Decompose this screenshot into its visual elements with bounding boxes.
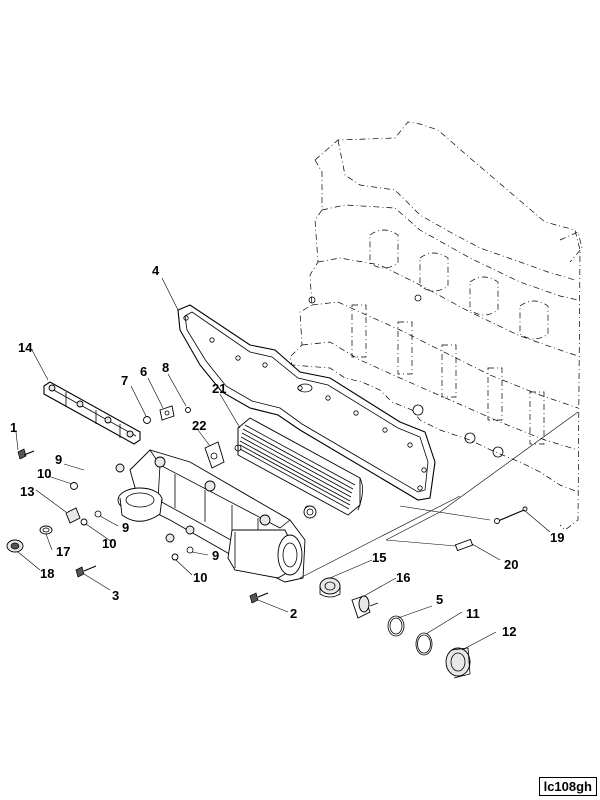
bolt-1	[17, 448, 35, 460]
seal-17	[39, 525, 53, 535]
leader-lines	[15, 277, 579, 651]
gasket	[177, 304, 436, 501]
gasket-bolt-holes	[183, 315, 427, 491]
oil-cooler-core	[234, 417, 363, 516]
adapter-15	[319, 577, 341, 598]
oring-11	[415, 632, 433, 656]
callout-17: 17	[56, 544, 70, 559]
thermostat-16	[351, 595, 379, 619]
callout-7: 7	[121, 373, 128, 388]
callout-9c: 9	[212, 548, 219, 563]
callout-5: 5	[436, 592, 443, 607]
washer-10a	[70, 482, 78, 490]
washer-10b	[80, 518, 88, 526]
callout-10c: 10	[193, 570, 207, 585]
plug-13	[65, 507, 81, 524]
engine-block	[289, 121, 583, 531]
callout-1: 1	[10, 420, 17, 435]
callout-6: 6	[140, 364, 147, 379]
callout-10b: 10	[102, 536, 116, 551]
tube-20	[454, 538, 474, 552]
oring-9c	[186, 546, 194, 554]
callout-12: 12	[502, 624, 516, 639]
figure-reference-code: lc108gh	[538, 777, 597, 796]
callout-8: 8	[162, 360, 169, 375]
callout-18: 18	[40, 566, 54, 581]
callout-20: 20	[504, 557, 518, 572]
fitting-6	[159, 405, 175, 421]
callout-4: 4	[152, 263, 160, 278]
tube-19	[494, 506, 528, 524]
cap-12	[445, 647, 471, 679]
bolt-2	[249, 592, 269, 604]
callout-labels: 1 2 3 4 5 6 7 8 9 9 9 10 10 10 11 12 13 …	[10, 263, 564, 639]
washer-10c	[171, 553, 179, 561]
tube-bracket	[43, 381, 141, 445]
cooler-gasket	[204, 441, 225, 469]
callout-9a: 9	[55, 452, 62, 467]
callout-19: 19	[550, 530, 564, 545]
oil-cooler-housing	[115, 449, 306, 583]
callout-10a: 10	[37, 466, 51, 481]
callout-2: 2	[290, 606, 297, 621]
callout-9b: 9	[122, 520, 129, 535]
fitting-8	[185, 407, 191, 413]
callout-15: 15	[372, 550, 386, 565]
snap-ring-5	[387, 615, 405, 637]
callout-14: 14	[18, 340, 33, 355]
outlet-gasket	[303, 505, 317, 519]
fitting-7	[143, 416, 151, 424]
plug-18	[6, 539, 24, 553]
callout-3: 3	[112, 588, 119, 603]
oring-9b	[94, 510, 102, 518]
callout-22: 22	[192, 418, 206, 433]
callout-21: 21	[212, 381, 226, 396]
callout-13: 13	[20, 484, 34, 499]
callout-11: 11	[466, 606, 480, 621]
callout-16: 16	[396, 570, 410, 585]
